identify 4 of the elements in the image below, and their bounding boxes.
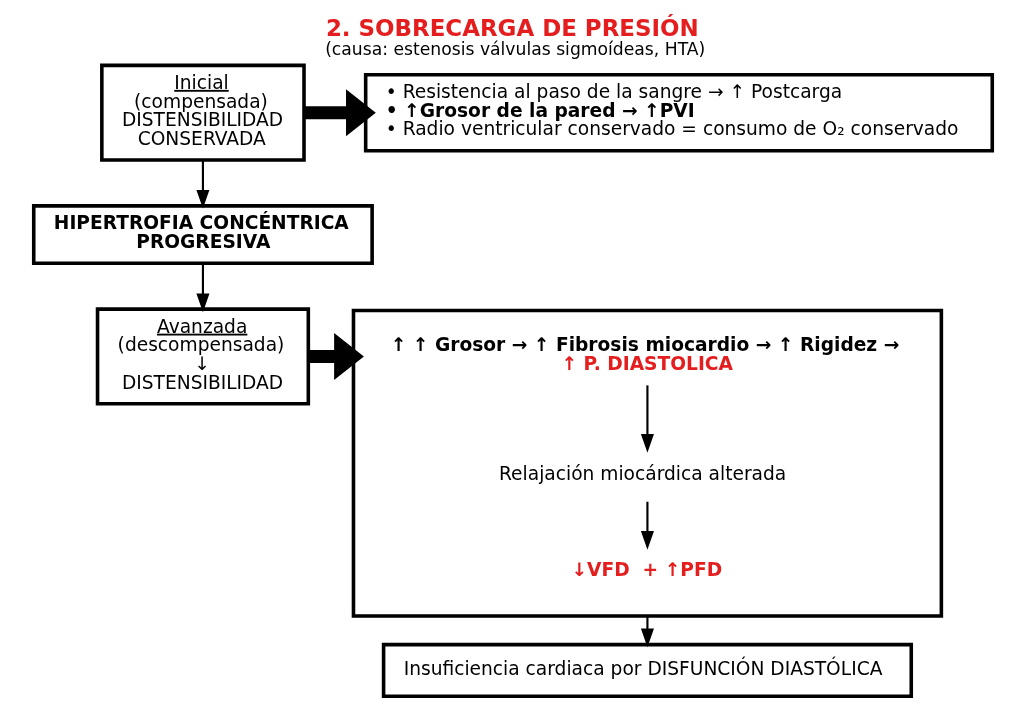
node-text: ↓VFD + ↑PFD [570,559,722,581]
node-text: Relajación miocárdica alterada [498,463,786,485]
node-text: ↑ ↑ Grosor → ↑ Fibrosis miocardio → ↑ Rigidez → ↑ P. DIASTOLICA [390,334,899,374]
caption: (causa: estenosis válvulas sigmoídeas, HTA) [324,38,705,59]
